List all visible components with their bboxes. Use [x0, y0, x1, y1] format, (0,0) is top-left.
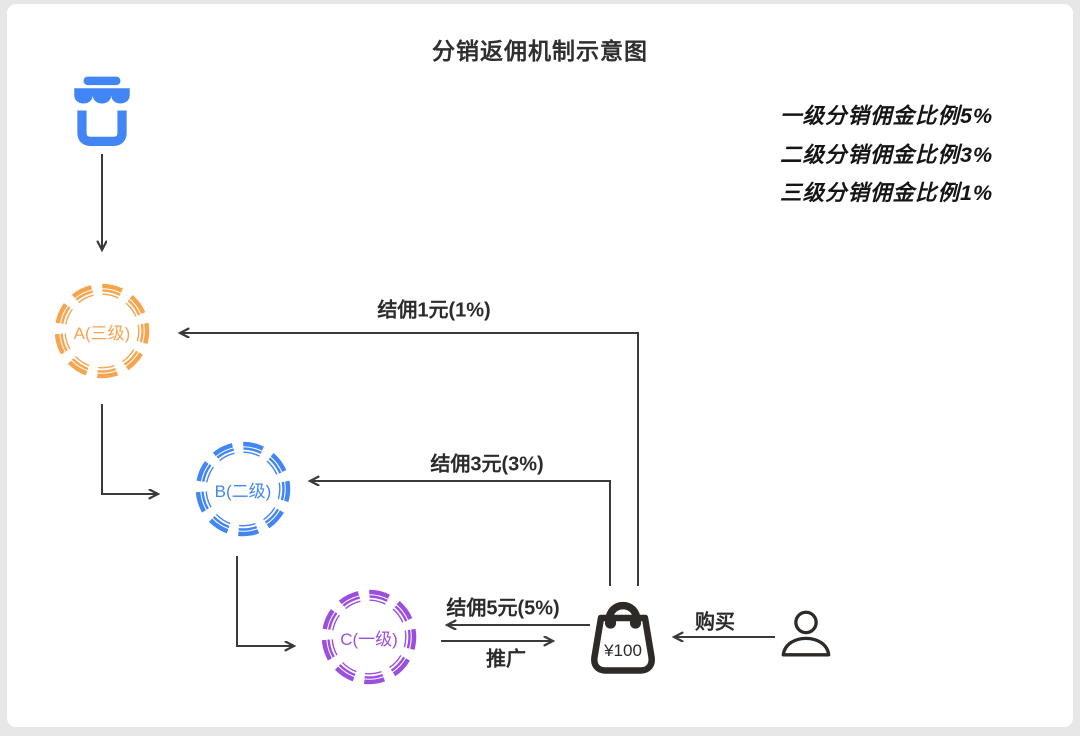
promote-label: 推广 [486, 648, 526, 671]
dashed-ring-icon [54, 283, 150, 379]
shopping-bag-icon: ¥100 [591, 602, 655, 674]
rate-line-level1: 一级分销佣金比例5% [780, 104, 994, 128]
purchase-label: 购买 [695, 611, 735, 634]
distributor-c-node: C(一级) [321, 589, 417, 685]
distributor-a-label: A(三级) [73, 323, 131, 343]
page-title: 分销返佣机制示意图 [432, 38, 648, 64]
person-icon [781, 610, 831, 657]
dashed-ring-icon [321, 589, 417, 685]
distributor-a-node: A(三级) [54, 283, 150, 379]
buyer-node [777, 606, 835, 664]
rate-line-level3: 三级分销佣金比例1% [780, 181, 994, 205]
distributor-b-node: B(二级) [195, 441, 291, 537]
commission-label-level2: 结佣3元(3%) [430, 453, 544, 476]
commission-label-level1: 结佣5元(5%) [446, 597, 560, 620]
storefront-icon [74, 76, 130, 146]
commission-rates: 一级分销佣金比例5% 二级分销佣金比例3% 三级分销佣金比例1% [780, 97, 993, 213]
commission-label-level3: 结佣1元(1%) [377, 299, 491, 322]
store-node [65, 72, 139, 146]
order-node: ¥100 [585, 594, 661, 678]
distributor-b-label: B(二级) [214, 481, 272, 501]
order-price: ¥100 [603, 641, 642, 660]
distributor-c-label: C(一级) [340, 629, 398, 649]
rate-line-level2: 二级分销佣金比例3% [780, 142, 994, 167]
dashed-ring-icon [195, 441, 291, 537]
